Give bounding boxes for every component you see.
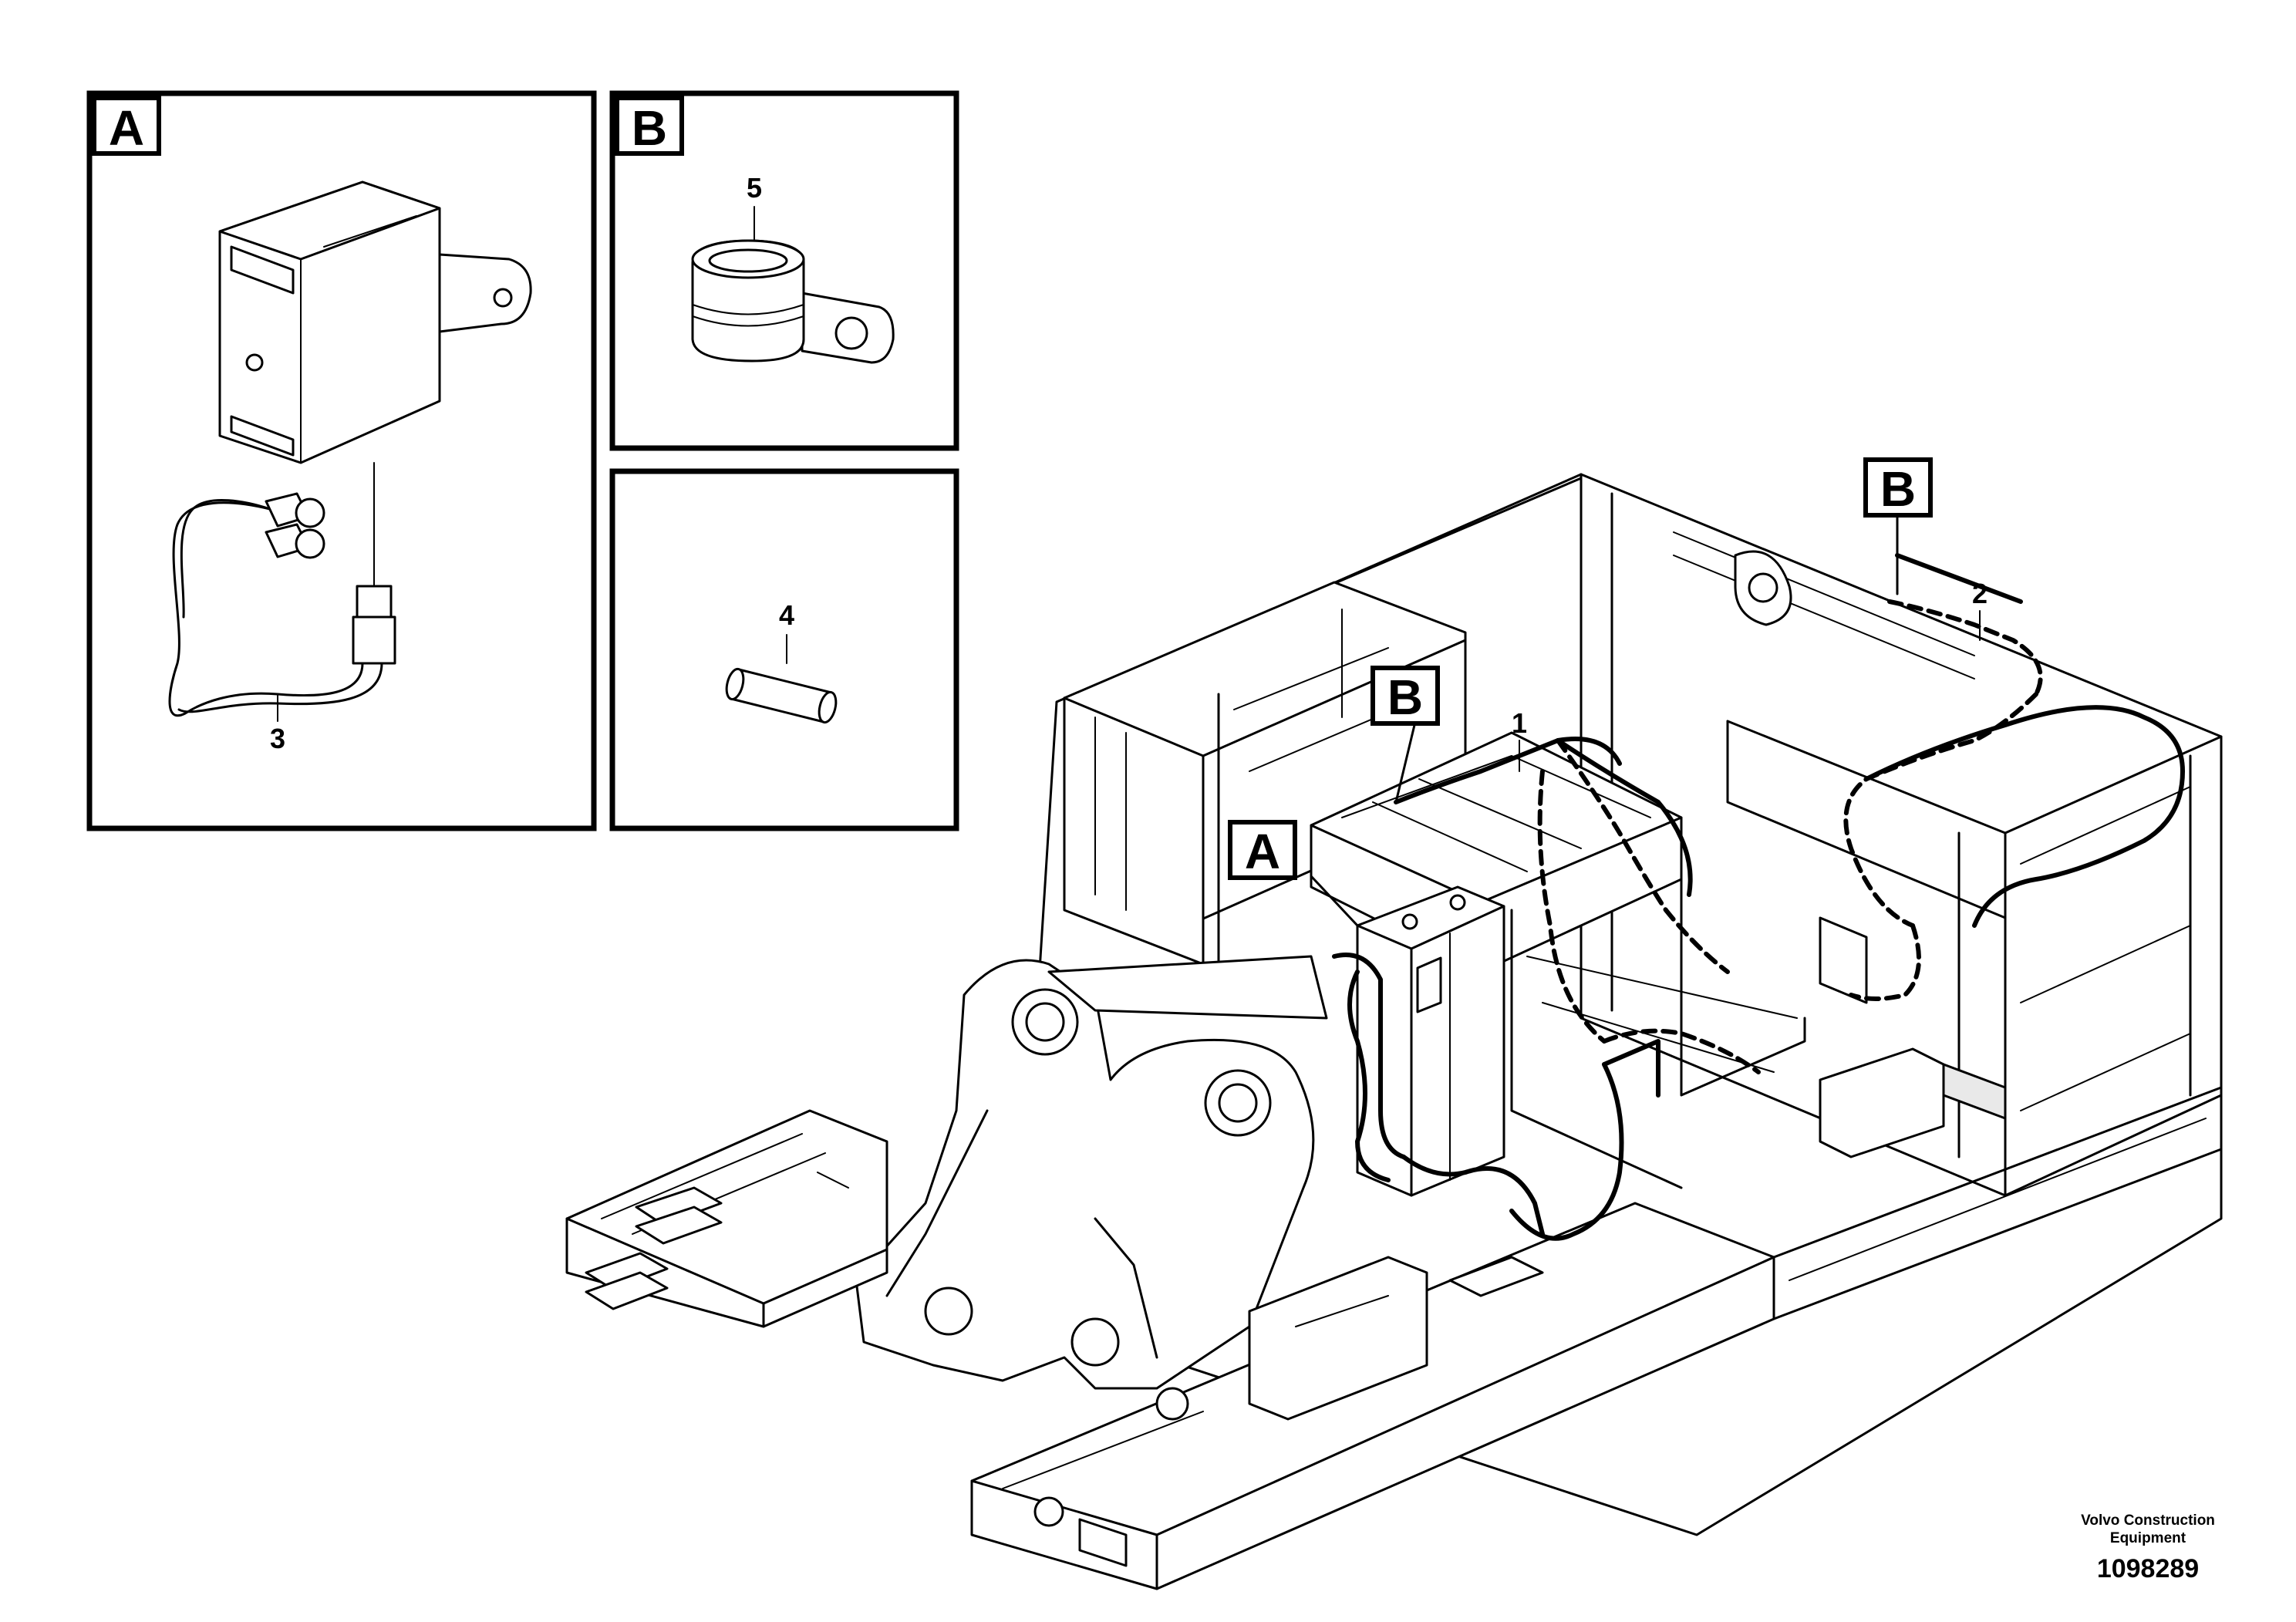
panel-b-tag-box xyxy=(615,96,684,156)
detail-panel-b: B 5 xyxy=(609,90,959,451)
sleeve-part xyxy=(725,667,838,724)
harness-1-route xyxy=(1332,737,1693,1241)
footer-block: Volvo Construction Equipment 1098289 xyxy=(2075,1512,2221,1586)
part-number-3: 3 xyxy=(270,723,285,754)
part-number-5: 5 xyxy=(747,172,762,204)
callout-a-box xyxy=(1228,820,1297,880)
harness-2-route xyxy=(1537,553,2185,1074)
callout-b-right-letter: B xyxy=(1880,461,1916,517)
part-number-2: 2 xyxy=(1972,578,1988,609)
rear-cabin-frame xyxy=(1325,473,2223,1197)
company-name-line2: Equipment xyxy=(2109,1530,2186,1546)
lower-chassis xyxy=(970,1047,2223,1590)
part-number-1: 1 xyxy=(1512,707,1527,739)
boom-foot-bracket xyxy=(855,955,1328,1390)
callout-b-left-letter: B xyxy=(1387,669,1423,725)
control-unit-installed xyxy=(1356,885,1505,1197)
panel-a-tag-box xyxy=(92,96,161,156)
detail-panel-a: A 3 xyxy=(86,90,597,831)
drawing-number: 1098289 xyxy=(2096,1554,2200,1583)
panel-b-letter: B xyxy=(632,100,667,156)
callout-b-left-box xyxy=(1371,666,1440,726)
panel-a-letter: A xyxy=(109,100,144,156)
left-platform xyxy=(565,1109,888,1328)
callout-a-letter: A xyxy=(1245,824,1280,879)
main-assembly-view: A B B 1 2 xyxy=(565,457,2223,1590)
leader-a xyxy=(1310,875,1359,927)
leader-b-left xyxy=(1394,720,1417,804)
company-name-line1: Volvo Construction xyxy=(2081,1512,2215,1529)
callout-b-right-box xyxy=(1863,457,1933,518)
pipe-clamp xyxy=(691,239,895,364)
harness-3: 3 xyxy=(168,462,396,754)
detail-panel-c: 4 xyxy=(609,468,959,831)
control-unit xyxy=(218,180,532,464)
part-number-4: 4 xyxy=(779,599,794,631)
